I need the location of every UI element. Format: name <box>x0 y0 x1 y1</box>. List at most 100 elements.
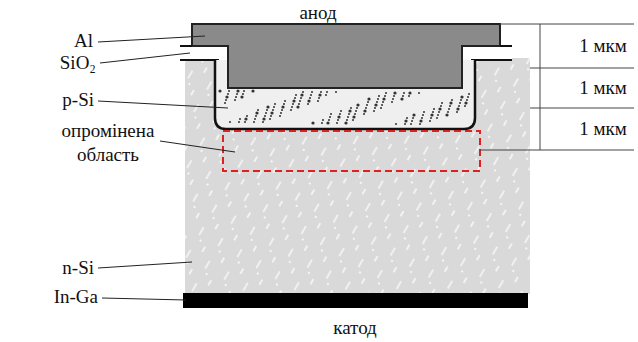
texture-dot <box>310 94 312 96</box>
part-name: p-Si <box>62 88 94 112</box>
part-name: SiO₂ <box>60 51 96 75</box>
texture-dot <box>402 95 404 97</box>
texture-dot <box>317 100 319 102</box>
texture-dot <box>236 93 238 95</box>
texture-dot <box>445 113 448 116</box>
dimension-tick <box>480 150 634 151</box>
texture-dot <box>365 107 367 109</box>
texture-dot <box>366 104 368 106</box>
texture-dot <box>326 121 329 124</box>
texture-dot <box>296 105 299 108</box>
texture-dot <box>235 96 237 98</box>
texture-dot <box>309 97 311 99</box>
dimension-label: 1 мкм <box>579 117 627 141</box>
texture-dot <box>449 105 451 107</box>
texture-dot <box>363 113 365 115</box>
n-si-substrate <box>185 58 530 294</box>
texture-dot <box>292 99 295 102</box>
texture-dot <box>395 123 397 125</box>
texture-dot <box>406 117 408 119</box>
texture-dot <box>447 111 449 113</box>
anode-label: анод <box>299 1 336 25</box>
texture-dot <box>432 111 434 113</box>
oxide-line <box>180 45 192 47</box>
texture-dot <box>218 89 221 92</box>
texture-dot <box>344 121 347 124</box>
dimension-lines <box>480 24 634 150</box>
texture-dot <box>254 118 256 120</box>
texture-dot <box>238 121 240 123</box>
oxide-right <box>458 46 512 60</box>
texture-dot <box>236 89 239 92</box>
texture-dot <box>466 99 468 101</box>
part-name: n-Si <box>62 256 94 280</box>
texture-dot <box>307 103 309 105</box>
texture-dot <box>376 101 378 103</box>
texture-dot <box>404 123 406 125</box>
texture-dot <box>291 106 293 108</box>
texture-dot <box>400 97 403 100</box>
dimension-tick <box>530 68 634 69</box>
texture-dot <box>419 119 422 122</box>
al-contact <box>192 24 500 88</box>
texture-dot <box>265 112 267 114</box>
texture-dot <box>408 91 411 94</box>
texture-dot <box>352 115 355 118</box>
texture-dot <box>382 101 384 103</box>
texture-dot <box>451 99 453 101</box>
texture-dot <box>347 116 349 118</box>
leader-line <box>98 262 192 268</box>
texture-dot <box>421 117 423 119</box>
texture-dot <box>460 99 462 101</box>
texture-dot <box>300 97 302 99</box>
texture-dot <box>460 95 463 98</box>
area-label: опромінена область <box>53 119 163 167</box>
texture-dot <box>377 98 379 100</box>
texture-dot <box>411 120 413 122</box>
leader-line <box>102 298 186 300</box>
part-name: Al <box>74 29 93 53</box>
texture-dot <box>381 104 383 106</box>
p-si-texture <box>218 89 470 125</box>
texture-dot <box>228 90 230 92</box>
texture-dot <box>378 95 380 97</box>
texture-dot <box>284 100 286 102</box>
dimension-label: 1 мкм <box>579 34 627 58</box>
texture-dot <box>255 111 258 114</box>
texture-dot <box>348 113 350 115</box>
texture-dot <box>321 122 323 124</box>
leader-line <box>98 36 205 42</box>
texture-dot <box>373 110 375 112</box>
oxide-line <box>471 59 512 61</box>
texture-dot <box>391 101 393 103</box>
texture-dot <box>367 101 369 103</box>
texture-dot <box>337 115 340 118</box>
texture-dot <box>242 93 244 95</box>
part-name: In-Ga <box>54 285 98 309</box>
texture-dot <box>234 99 236 101</box>
texture-dot <box>374 107 376 109</box>
texture-dot <box>262 117 265 120</box>
texture-dot <box>262 121 264 123</box>
texture-dot <box>328 119 330 121</box>
texture-dot <box>255 115 257 117</box>
texture-dot <box>243 90 245 92</box>
texture-dot <box>294 97 296 99</box>
texture-dot <box>274 103 276 105</box>
texture-dot <box>393 91 396 94</box>
oxide-line <box>180 59 219 61</box>
texture-dot <box>350 107 352 109</box>
texture-dot <box>246 115 248 117</box>
texture-dot <box>352 119 354 121</box>
texture-dot <box>272 109 274 111</box>
texture-dot <box>384 95 386 97</box>
texture-dot <box>253 121 255 123</box>
texture-dot <box>326 91 328 93</box>
texture-dot <box>269 118 271 120</box>
texture-dot <box>456 111 458 113</box>
texture-dot <box>408 95 410 97</box>
texture-dot <box>281 109 283 111</box>
texture-dot <box>346 119 348 121</box>
texture-dot <box>464 101 467 104</box>
texture-dot <box>356 103 359 106</box>
